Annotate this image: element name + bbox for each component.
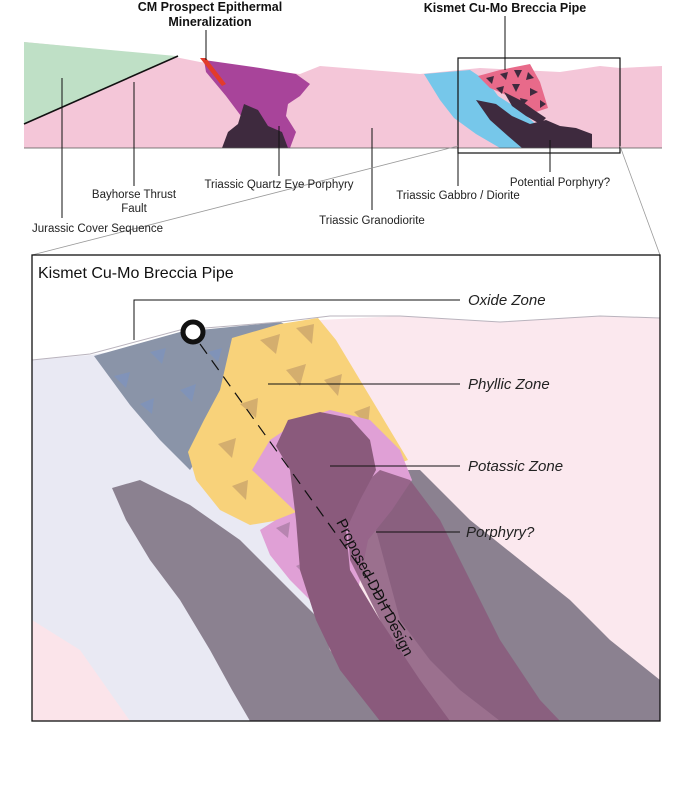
- inset-gray-porphyry: [112, 480, 430, 721]
- quartz-eye-porphyry-unit: [204, 60, 310, 148]
- label-phyllic-zone: Phyllic Zone: [468, 376, 550, 393]
- label-jurassic-cover: Jurassic Cover Sequence: [32, 223, 163, 235]
- label-potassic-zone: Potassic Zone: [468, 458, 563, 475]
- label-potential-porphyry: Potential Porphyry?: [510, 177, 610, 189]
- proposed-ddh-trace: [199, 343, 413, 641]
- top-leader-lines: [61, 16, 551, 218]
- label-bayhorse-line1: Bayhorse Thrust: [92, 189, 177, 201]
- inset-panel: [31, 254, 661, 722]
- inset-ground-surface: [32, 315, 660, 361]
- inset-frame: [31, 254, 661, 722]
- potential-porphyry-arm: [504, 92, 546, 124]
- cm-porphyry-unit: [222, 104, 288, 148]
- drill-collar-marker: [180, 319, 206, 345]
- cm-prospect-title-line2: Mineralization: [168, 15, 251, 29]
- kismet-title: Kismet Cu-Mo Breccia Pipe: [424, 1, 587, 15]
- zoom-lines: [31, 145, 661, 256]
- label-bayhorse-line2: Fault: [121, 203, 147, 215]
- inset-left-pink: [32, 620, 130, 721]
- label-gabbro-diorite: Triassic Gabbro / Diorite: [396, 190, 520, 202]
- breccia-clasts: [486, 70, 546, 108]
- cross-section: [23, 42, 662, 154]
- potential-porphyry-unit: [476, 100, 592, 148]
- label-granodiorite: Triassic Granodiorite: [319, 215, 425, 227]
- cm-prospect-title-line1: CM Prospect Epithermal: [138, 0, 282, 14]
- label-oxide-zone: Oxide Zone: [468, 292, 546, 309]
- inset-leader-lines: [133, 299, 460, 533]
- label-quartz-eye: Triassic Quartz Eye Porphyry: [204, 179, 353, 191]
- bayhorse-thrust-fault-line: [23, 55, 179, 125]
- inset-porphyry-core: [276, 412, 450, 721]
- oxide-clasts: [114, 348, 222, 414]
- label-porphyry: Porphyry?: [466, 524, 535, 541]
- cm-mineralization-vein: [200, 58, 226, 86]
- inset-porphyry-core-wide: [346, 470, 560, 721]
- inset-title: Kismet Cu-Mo Breccia Pipe: [38, 265, 234, 282]
- inset-locator-box: [457, 57, 621, 154]
